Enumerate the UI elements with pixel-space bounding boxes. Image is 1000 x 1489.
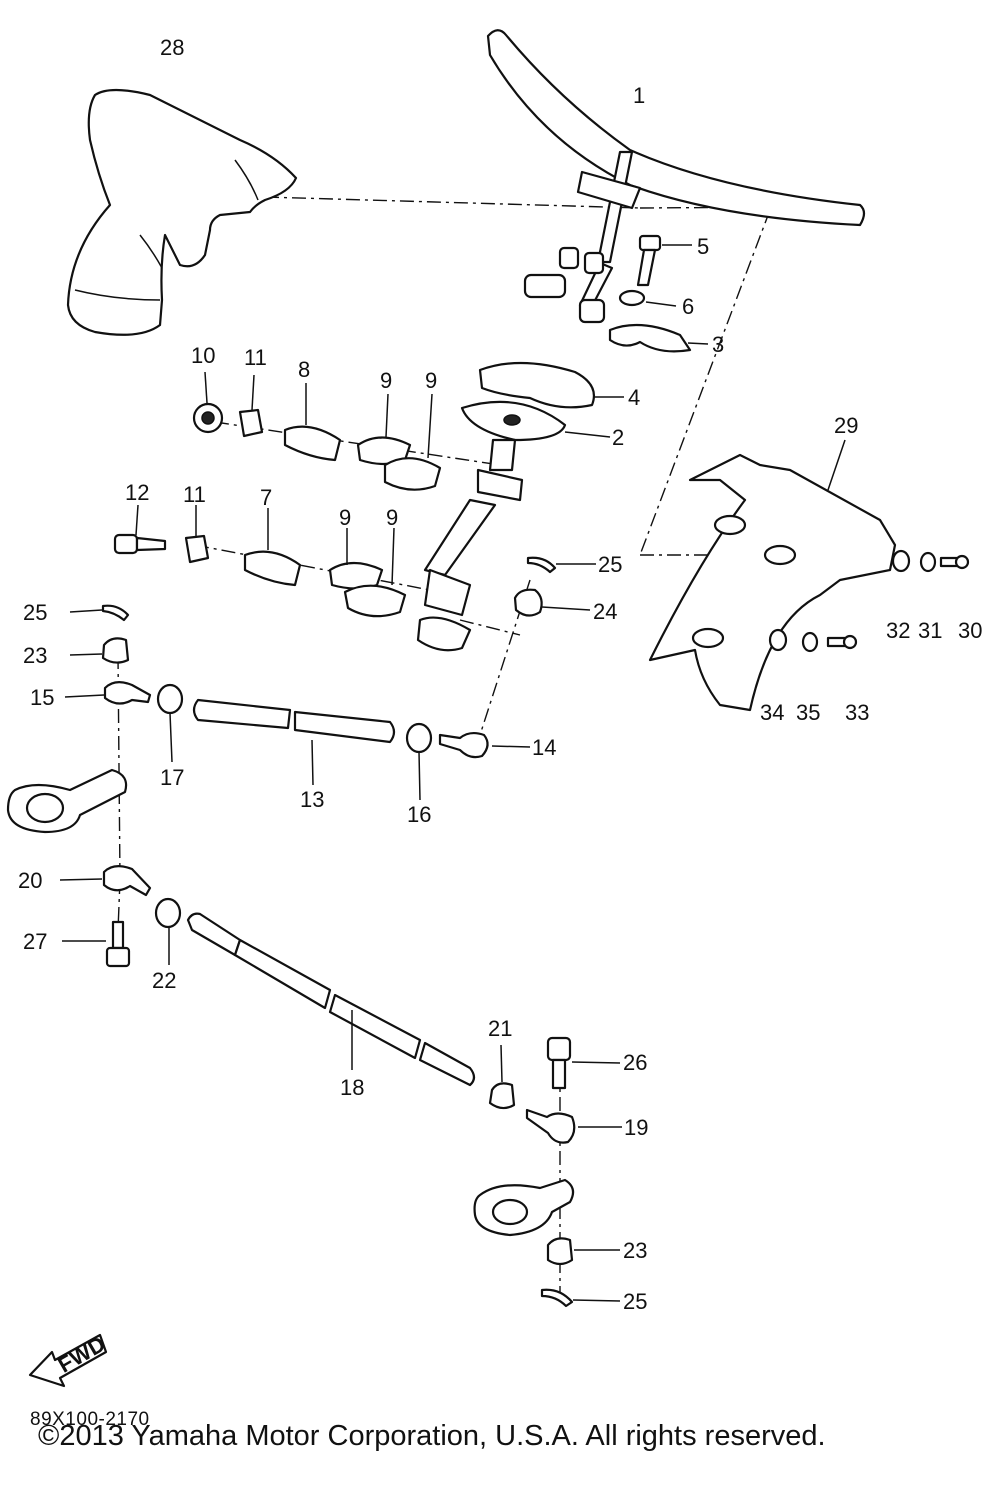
bushing-upper-b: [383, 393, 442, 491]
rod-end-upper-left: [64, 681, 152, 705]
castle-nut-lower-right: [546, 1237, 620, 1266]
callout-30: 30: [958, 618, 982, 643]
callout-labels: 28 1 5 6 3 10 11 8 9 9 4 2 29 12 11 7 9 …: [18, 35, 982, 1314]
link-rod-lower: [186, 912, 476, 1087]
steering-nut: [192, 371, 224, 434]
bolt-lower-left: [62, 920, 131, 968]
bushing-upper-a: [356, 393, 412, 466]
callout-16: 16: [407, 802, 431, 827]
cover-screw-30: [939, 554, 970, 570]
callout-17: 17: [160, 765, 184, 790]
cover-washer-32: [891, 549, 911, 573]
callout-33: 33: [845, 700, 869, 725]
callout-6: 6: [682, 294, 694, 319]
lock-nut-upper-right: [405, 722, 433, 801]
cotter-pin-lower-right: [540, 1288, 621, 1308]
callout-28: 28: [160, 35, 184, 60]
callout-29: 29: [834, 413, 858, 438]
column-holder-lower: [243, 508, 302, 587]
handlebar-washer: [618, 289, 677, 307]
cotter-pin-upper: [526, 556, 596, 574]
callout-12: 12: [125, 480, 149, 505]
steering-arm-right: [473, 1178, 575, 1237]
callout-4: 4: [628, 385, 640, 410]
callout-25-upper: 25: [598, 552, 622, 577]
callout-9-lower-a: 9: [339, 505, 351, 530]
callout-20: 20: [18, 868, 42, 893]
callout-11-upper: 11: [244, 345, 267, 370]
callout-31: 31: [918, 618, 942, 643]
handlebar-bolt: [636, 234, 692, 287]
callout-3: 3: [712, 332, 724, 357]
callout-23-lower: 23: [623, 1238, 647, 1263]
callout-9-upper-b: 9: [425, 368, 437, 393]
handlebar-clamp: [608, 323, 709, 353]
callout-13: 13: [300, 787, 324, 812]
callout-23-left: 23: [23, 643, 47, 668]
callout-25-lower: 25: [623, 1289, 647, 1314]
throttle-grip-housing: [66, 88, 298, 336]
callout-19: 19: [624, 1115, 648, 1140]
cover-washer-35: [801, 631, 819, 653]
rod-end-lower-right: [525, 1108, 622, 1144]
steering-arm-left: [6, 768, 128, 834]
cover-washer-31: [919, 551, 937, 573]
bolt-lower-right: [546, 1036, 621, 1090]
callout-11-lower: 11: [183, 482, 206, 507]
bushing-lower-a: [328, 528, 384, 590]
steering-column: [416, 400, 611, 652]
callout-1: 1: [633, 83, 645, 108]
callout-22: 22: [152, 968, 176, 993]
callout-7: 7: [260, 485, 272, 510]
lock-nut-lower-left: [154, 897, 182, 965]
callout-24: 24: [593, 599, 617, 624]
column-holder-upper: [283, 383, 342, 462]
callout-14: 14: [532, 735, 556, 760]
callout-9-upper-a: 9: [380, 368, 392, 393]
callout-2: 2: [612, 425, 624, 450]
callout-15: 15: [30, 685, 54, 710]
link-rod-upper: [192, 698, 396, 786]
callout-18: 18: [340, 1075, 364, 1100]
callout-25-left: 25: [23, 600, 47, 625]
handlebar: [486, 29, 866, 324]
callout-21: 21: [488, 1016, 512, 1041]
fwd-arrow-icon: FWD: [28, 1331, 109, 1388]
lock-nut-lower-right: [488, 1044, 516, 1110]
castle-nut-left: [69, 637, 130, 664]
callout-26: 26: [623, 1050, 647, 1075]
callout-35: 35: [796, 700, 820, 725]
rod-end-lower-left: [59, 865, 152, 897]
callout-32: 32: [886, 618, 910, 643]
lock-washer-upper: [238, 374, 264, 438]
cover-screw-33: [826, 634, 858, 650]
cotter-pin-left: [69, 604, 130, 622]
cover-washer-34: [768, 628, 788, 652]
callout-34: 34: [760, 700, 784, 725]
callout-10: 10: [191, 343, 215, 368]
callout-8: 8: [298, 357, 310, 382]
callout-27: 27: [23, 929, 47, 954]
handle-cover: [648, 439, 897, 712]
lock-nut-upper-left: [156, 683, 184, 763]
callout-5: 5: [697, 234, 709, 259]
callout-9-lower-b: 9: [386, 505, 398, 530]
lock-washer-lower: [184, 505, 210, 564]
copyright-notice: ©2013 Yamaha Motor Corporation, U.S.A. A…: [38, 1420, 826, 1452]
castle-nut-upper: [513, 588, 591, 617]
upper-bracket: [478, 361, 624, 409]
diagram-code: 89X100-2170: [30, 1409, 150, 1430]
column-bolt: [113, 504, 167, 555]
bushing-lower-b: [343, 527, 407, 618]
rod-end-upper-right: [438, 731, 531, 759]
